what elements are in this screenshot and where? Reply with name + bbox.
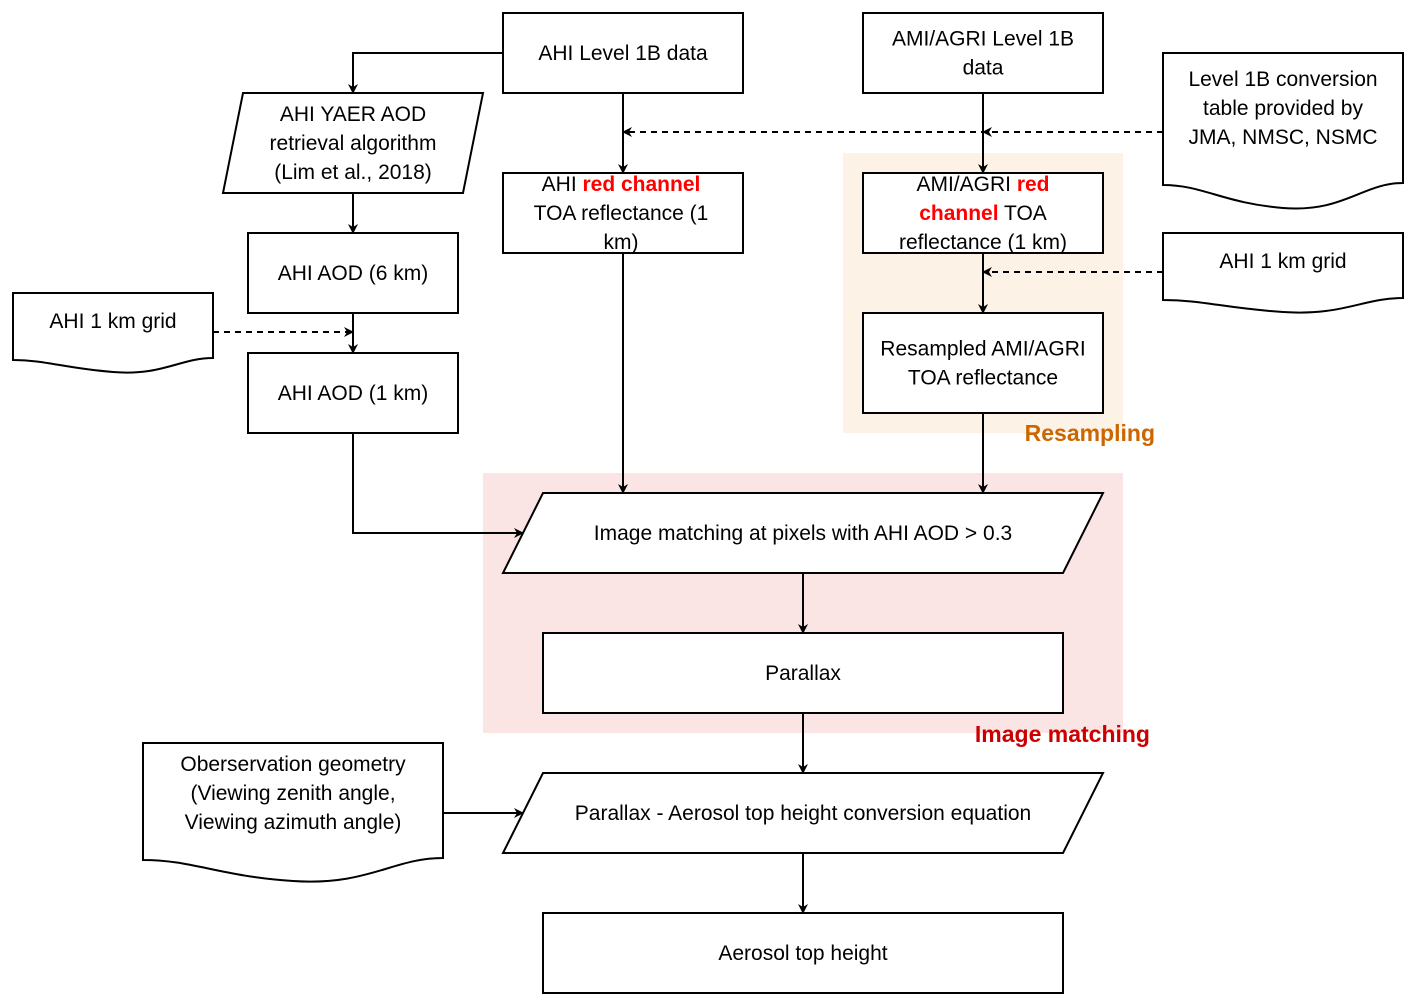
resampled-box — [862, 312, 1104, 414]
node-label-conversion-equation: Parallax - Aerosol top height conversion… — [575, 802, 1031, 825]
ami-red-channel-box — [862, 172, 1104, 254]
node-label-ahi-grid-left: AHI 1 km grid — [49, 310, 176, 333]
conversion-table-document — [1162, 52, 1404, 210]
ami-level-1b-box — [862, 12, 1104, 94]
resampling-group-label: Resampling — [1025, 420, 1155, 446]
observation-geometry-document — [142, 742, 444, 883]
connector-aod1-to-matching — [352, 433, 524, 538]
node-label-image-matching: Image matching at pixels with AHI AOD > … — [594, 522, 1012, 545]
node-label-ahi-aod-1km: AHI AOD (1 km) — [278, 382, 429, 405]
yaer-algorithm-parallelogram — [221, 92, 485, 194]
parallax-box — [542, 632, 1064, 714]
node-label-ahi-aod-6km: AHI AOD (6 km) — [278, 262, 429, 285]
ahi-aod-1km-box — [247, 352, 459, 434]
node-label-ahi-grid-right: AHI 1 km grid — [1219, 250, 1346, 273]
node-label-aerosol-top-height: Aerosol top height — [718, 942, 887, 965]
node-label-ahi-l1b: AHI Level 1B data — [538, 42, 708, 65]
ahi-grid-left-document — [12, 292, 214, 374]
node-label-observation-geometry: Oberservation geometry(Viewing zenith an… — [180, 753, 406, 834]
conversion-equation-parallelogram — [501, 772, 1105, 854]
ahi-level-1b-box — [502, 12, 744, 94]
image-matching-group-label: Image matching — [975, 721, 1150, 747]
aerosol-top-height-box — [542, 912, 1064, 994]
connector-ahi-l1b-to-yaer — [348, 52, 503, 94]
node-label-parallax: Parallax — [765, 662, 841, 685]
ahi-aod-6km-box — [247, 232, 459, 314]
ahi-grid-right-document — [1162, 232, 1404, 314]
image-matching-parallelogram — [501, 492, 1105, 574]
ahi-red-channel-box — [502, 172, 744, 254]
